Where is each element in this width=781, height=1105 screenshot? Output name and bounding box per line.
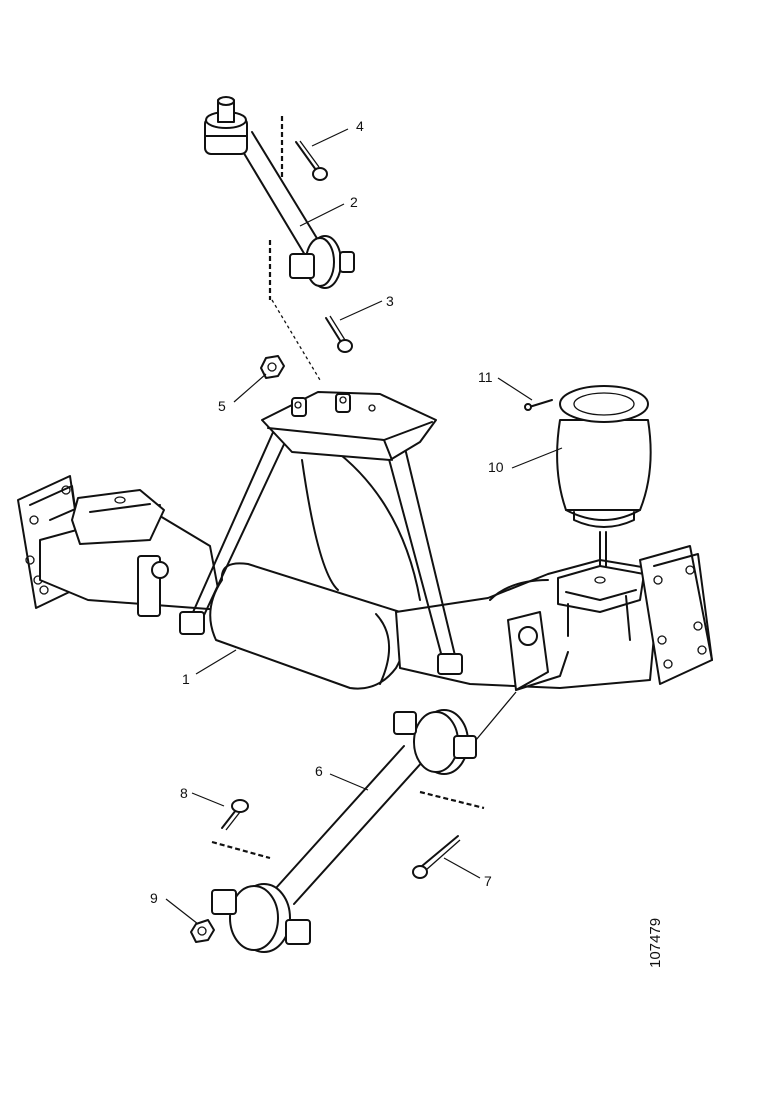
bolt-7 [412,835,461,879]
bolt-8 [221,799,249,831]
alignment-line-rod-upper [419,790,485,810]
reference-number: 107479 [647,918,664,968]
upper-torque-rod [204,96,355,289]
bolt-4 [295,140,328,181]
callout-6: 6 [315,763,323,779]
lower-torque-rod [211,709,477,953]
callout-7: 7 [484,873,492,889]
alignment-line-rod-lower [211,840,271,860]
air-spring [556,385,652,567]
assembly-guide-lower [475,691,517,741]
pin-11 [524,399,553,411]
leader-lines [165,128,563,925]
callout-2: 2 [350,194,358,210]
nut-5 [260,355,285,379]
callout-labels: 1 2 3 4 5 6 7 8 9 10 11 [150,118,504,906]
callout-4: 4 [356,118,364,134]
callout-1: 1 [182,671,190,687]
callout-3: 3 [386,293,394,309]
nut-9 [190,919,215,943]
a-frame-bracket [179,391,463,675]
callout-8: 8 [180,785,188,801]
callout-10: 10 [488,459,504,475]
callout-11: 11 [478,369,493,385]
bolt-3 [325,315,353,353]
callout-5: 5 [218,398,226,414]
callout-9: 9 [150,890,158,906]
